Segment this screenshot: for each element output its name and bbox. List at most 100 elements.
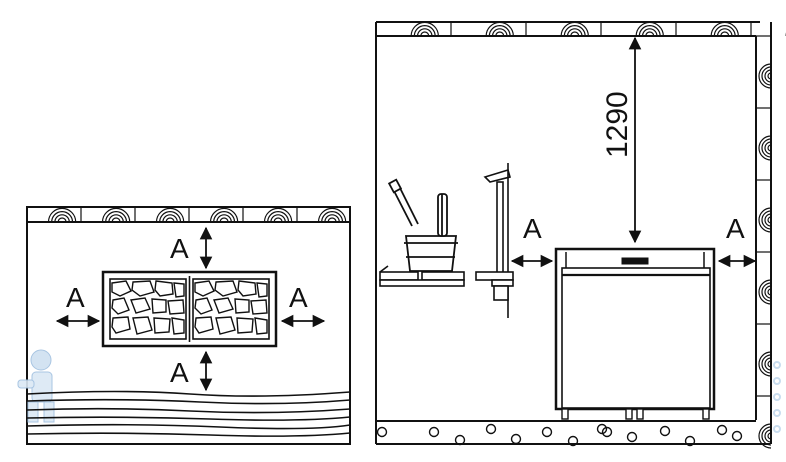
floor-hole <box>601 426 613 438</box>
wood-grain-arc <box>57 217 67 223</box>
wood-grain-arc <box>716 28 733 37</box>
heater-stone <box>236 317 254 334</box>
wood-grain-arc <box>761 138 772 158</box>
wood-grain-arc <box>764 429 772 443</box>
heater-stone <box>171 317 185 335</box>
wood-grain-arc <box>638 25 661 37</box>
wood-grain-arc <box>495 31 505 37</box>
wood-grain-arc <box>485 21 514 37</box>
clearance-label-bottom: A <box>170 357 189 388</box>
wood-grain-arc <box>767 72 772 80</box>
wood-grain-arc <box>761 66 772 86</box>
clearance-label-top: A <box>170 233 189 264</box>
sauna-heater-icon <box>554 247 716 420</box>
wood-grain-arc <box>761 426 772 446</box>
wood-grain-arc <box>764 285 772 299</box>
wood-grain-arc <box>758 207 772 233</box>
wood-grain-arc <box>216 214 232 223</box>
wood-grain-arc <box>416 28 433 37</box>
wood-grain-arc <box>162 214 178 223</box>
ceiling-planks <box>375 21 786 37</box>
wood-grain-arc <box>758 63 772 89</box>
top-view-clearance-arrows <box>55 226 326 392</box>
floor-hole <box>684 435 696 447</box>
wood-grain-arc <box>413 25 436 37</box>
wood-grain-arc <box>321 211 344 223</box>
height-dimension-label: 1290 <box>601 91 634 158</box>
heater-stone <box>151 298 167 314</box>
person-mascot-icon <box>17 349 55 423</box>
side-view-panel: 1290 A A <box>375 21 786 449</box>
heater-stone <box>111 297 130 315</box>
wood-grain-arc <box>491 28 508 37</box>
heater-stone <box>256 282 268 298</box>
wood-grain-arc <box>767 360 772 368</box>
heater-stone <box>215 316 236 335</box>
wood-grain-arc <box>710 21 739 37</box>
heater-stone <box>173 282 185 298</box>
wood-grain-arc <box>165 217 175 223</box>
floor-hole <box>716 424 728 436</box>
wood-grain-arc <box>767 288 772 296</box>
wood-grain-arc <box>213 211 236 223</box>
heater-stone <box>194 280 215 297</box>
heater-stone <box>214 280 238 297</box>
wood-grain-arc <box>563 25 586 37</box>
floor-slab <box>376 420 756 447</box>
ladle-icon <box>387 178 419 227</box>
heater-stone <box>153 317 171 334</box>
bench <box>379 265 465 287</box>
wood-grain-arc <box>155 207 185 223</box>
heater-stone <box>237 280 257 297</box>
heater-stone <box>131 280 155 297</box>
heater-stone <box>234 298 250 314</box>
stone-heater-icon <box>101 270 278 348</box>
wood-grain-arc <box>267 211 290 223</box>
heater-guard-rail <box>475 163 514 318</box>
floor-hole <box>541 426 553 438</box>
wood-grain-arc <box>327 217 337 223</box>
wood-grain-arc <box>105 211 128 223</box>
top-view-wall-planks <box>26 207 350 223</box>
wood-grain-arc <box>758 135 772 161</box>
heater-stone <box>194 316 214 334</box>
heater-stone <box>213 297 234 314</box>
heater-stone <box>254 317 268 335</box>
heater-stone <box>250 299 268 315</box>
wood-grain-arc <box>635 21 664 37</box>
top-view-bench-boards <box>26 390 351 437</box>
clearance-label-side-left: A <box>523 213 542 244</box>
water-bucket-icon <box>404 193 458 272</box>
wood-grain-arc <box>101 207 131 223</box>
wood-grain-arc <box>645 31 655 37</box>
wood-grain-arc <box>420 31 430 37</box>
wood-grain-arc <box>767 216 772 224</box>
wood-grain-arc <box>764 213 772 227</box>
wood-grain-arc <box>108 214 124 223</box>
heater-stone <box>167 299 185 315</box>
wood-grain-arc <box>159 211 182 223</box>
floor-hole <box>376 426 388 438</box>
clearance-label-right: A <box>289 282 308 313</box>
wood-grain-arc <box>47 207 77 223</box>
heater-stone <box>130 297 151 314</box>
heater-stone <box>154 280 174 297</box>
clearance-label-left: A <box>66 282 85 313</box>
wood-grain-arc <box>713 25 736 37</box>
heater-stone <box>194 297 213 315</box>
wood-grain-arc <box>761 282 772 302</box>
wood-grain-arc <box>219 217 229 223</box>
floor-hole <box>596 423 608 435</box>
floor-hole <box>659 425 671 437</box>
right-wall-planks <box>755 22 772 449</box>
wood-grain-arc <box>317 207 347 223</box>
wood-grain-arc <box>566 28 583 37</box>
wood-grain-arc <box>51 211 74 223</box>
wood-grain-arc <box>324 214 340 223</box>
wood-grain-arc <box>758 351 772 377</box>
wood-grain-arc <box>54 214 70 223</box>
heater-stone <box>132 316 153 335</box>
floor-hole <box>567 435 579 447</box>
wood-grain-arc <box>761 354 772 374</box>
